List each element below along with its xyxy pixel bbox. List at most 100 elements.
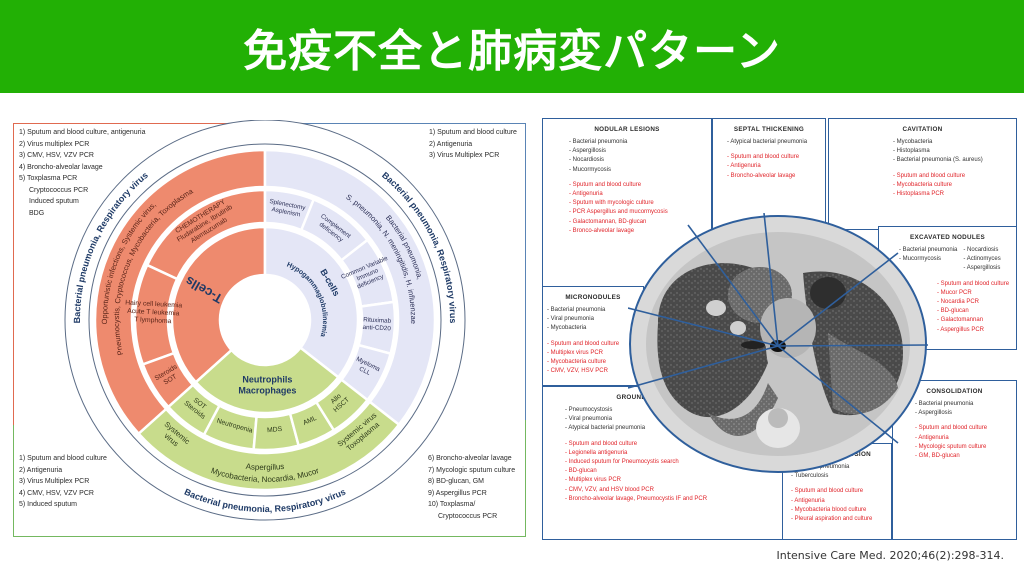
diagnosis-item: - Aspergillosis bbox=[915, 410, 953, 417]
test-list: - Sputum and blood culture- Mucor PCR- N… bbox=[879, 280, 1016, 335]
test-item: 2) Antigenuria bbox=[429, 140, 473, 148]
diagnosis-item: - Histoplasma bbox=[893, 148, 930, 155]
diagnosis-list: - Atypical bacterial pneumonia bbox=[727, 138, 807, 147]
neutrophils-cause-sector bbox=[166, 383, 222, 437]
tests-list-top-right: 1) Sputum and blood culture 2) Antigenuri… bbox=[429, 127, 517, 162]
t-cells-cause-sector bbox=[141, 351, 195, 409]
neutrophils-infections-sector bbox=[136, 400, 401, 492]
panel-title: CONSOLIDATION bbox=[926, 388, 983, 395]
diagnosis-item: - Bacterial pneumonia bbox=[899, 247, 958, 253]
test-item: Cryptococcus PCR bbox=[29, 186, 89, 194]
test-item: - Antigenuria bbox=[915, 434, 949, 441]
diagnosis-list-col2: - Nocardiosis- Actinomyces- Aspergillosi… bbox=[963, 246, 1000, 274]
test-list: - Sputum and blood culture - Antigenuria -… bbox=[893, 424, 1016, 461]
diagnosis-item: - Bacterial pneumonia (S. aureus) bbox=[893, 157, 983, 164]
panel-title: EXCAVATED NODULES bbox=[909, 234, 986, 241]
t-cells-cause-label: Hairy cell leukemiaAcute T leukemiaT lym… bbox=[124, 300, 182, 326]
panel-title: SEPTAL THICKENING bbox=[733, 126, 805, 133]
test-item: - Antigenuria bbox=[791, 497, 825, 504]
test-item: - BD-glucan bbox=[937, 308, 969, 315]
chest-ct-image bbox=[628, 213, 928, 473]
test-item: - PCR Aspergillus and mucormycosis bbox=[569, 209, 668, 216]
test-item: - Sputum and blood culture bbox=[791, 488, 864, 495]
test-list: - Sputum and blood culture- Legionella a… bbox=[543, 440, 783, 504]
test-item: - Nocardia PCR bbox=[937, 299, 980, 306]
test-item: - Sputum and blood culture bbox=[893, 172, 966, 179]
outer-circle-line bbox=[64, 120, 466, 521]
test-list: - Sputum and blood culture - Antigenuria -… bbox=[783, 487, 891, 524]
b-cells-core-sector bbox=[263, 225, 360, 380]
diagnosis-list: - Bacterial pneumonia- Aspergillosis- No… bbox=[569, 138, 627, 175]
test-item: 3) CMV, HSV, VZV PCR bbox=[19, 152, 94, 159]
panel-cavitation: CAVITATION - Mycobacteria- Histoplasma- B… bbox=[828, 118, 1017, 230]
test-item: - Sputum and blood culture bbox=[547, 340, 620, 347]
t-cells-core-sector bbox=[170, 225, 267, 384]
test-item: 5) Toxplasma PCR bbox=[19, 175, 78, 182]
diagnosis-item: - Nocardiosis bbox=[963, 247, 999, 253]
diagnosis-list: - Bacterial pneumonia - Aspergillosis bbox=[915, 400, 973, 418]
title-bar: 免疫不全と肺病変パターン bbox=[0, 0, 1024, 93]
tests-list-top-left: 1) Sputum and blood culture, antigenuria… bbox=[19, 127, 145, 219]
diagnosis-item: - Bacterial pneumonia bbox=[547, 307, 606, 313]
test-item: - Sputum and blood culture bbox=[915, 425, 988, 432]
panel-title: CAVITATION bbox=[902, 126, 943, 133]
test-list: - Sputum and blood culture- Mycobacteria… bbox=[829, 172, 1016, 200]
slide-title: 免疫不全と肺病変パターン bbox=[243, 25, 781, 77]
neutrophils-core-sector bbox=[194, 345, 341, 415]
diagnosis-item: - Tuberculosis bbox=[791, 473, 829, 480]
test-item: - Histoplasma PCR bbox=[893, 191, 945, 198]
test-list: - Sputum and blood culture - Multiplex vi… bbox=[543, 340, 643, 377]
inner-circle-line bbox=[88, 143, 442, 497]
test-item: - Mycobacteria culture bbox=[547, 359, 607, 366]
test-item: - Antigenuria bbox=[727, 163, 761, 170]
diagnosis-item: - Viral pneumonia bbox=[565, 416, 612, 423]
test-item: - Pleural aspiration and culture bbox=[791, 516, 873, 523]
test-item: - GM, BD-glucan bbox=[915, 453, 960, 460]
test-item: 9) Aspergillus PCR bbox=[428, 489, 487, 497]
test-item: 10) Toxplasma/ bbox=[428, 501, 476, 508]
test-item: - CMV, VZV, HSV PCR bbox=[547, 368, 608, 375]
test-item: - Mycologic sputum culture bbox=[915, 443, 987, 450]
test-item: - Sputum and blood culture bbox=[565, 440, 638, 447]
diagnosis-item: - Mucormycosis bbox=[569, 166, 612, 173]
test-item: - Sputum with mycologic culture bbox=[569, 200, 654, 207]
test-item: BDG bbox=[29, 209, 45, 217]
ct-segment-dividers bbox=[628, 213, 928, 444]
diagnosis-item: - Pneumocystosis bbox=[565, 407, 613, 413]
panel-consolidation: CONSOLIDATION - Bacterial pneumonia - Aspe… bbox=[892, 380, 1017, 540]
test-item: - Aspergillus PCR bbox=[937, 326, 985, 333]
neutrophils-cause-sector bbox=[252, 412, 301, 452]
test-item: 5) Induced sputum bbox=[19, 501, 77, 508]
test-item: 3) Virus Multiplex PCR bbox=[429, 152, 500, 159]
b-cells-cause-label: Rituximabanti-CD20 bbox=[362, 316, 392, 332]
test-item: - Sputum and blood culture bbox=[727, 154, 800, 161]
diagnosis-item: - Bacterial pneumonia bbox=[569, 139, 628, 145]
test-item: - Multiplex virus PCR bbox=[547, 349, 604, 356]
diagnosis-list: - Mycobacteria- Histoplasma- Bacterial p… bbox=[893, 138, 983, 166]
diagnosis-item: - Viral pneumonia bbox=[547, 316, 594, 323]
diagnosis-item: - Atypical bacterial pneumonia bbox=[565, 425, 646, 432]
diagnosis-item: - Mycobacteria bbox=[547, 325, 587, 332]
test-item: 8) BD-glucan, GM bbox=[428, 478, 485, 485]
test-item: - Broncho-alveolar lavage bbox=[727, 172, 796, 179]
test-item: 1) Sputum and blood culture bbox=[429, 129, 517, 136]
test-item: 1) Sputum and blood culture, antigenuria bbox=[19, 129, 146, 136]
lung-pattern-figure: NODULAR LESIONS- Bacterial pneumonia- As… bbox=[542, 118, 1017, 540]
diagnosis-list: - Bacterial pneumonia - Viral pneumonia - … bbox=[547, 306, 605, 334]
panel-micronodules: MICRONODULES- Bacterial pneumonia- Viral… bbox=[542, 286, 644, 386]
test-item: - Galactomannan, BD-glucan bbox=[569, 218, 647, 225]
diagnosis-item: - Bacterial pneumonia bbox=[915, 401, 974, 407]
test-list: - Sputum and blood culture - Antigenuria -… bbox=[543, 181, 711, 236]
test-item: 4) Broncho-alveolar lavage bbox=[19, 163, 103, 171]
test-item: - Antigenuria bbox=[569, 191, 603, 198]
diagnosis-item: - Actinomyces bbox=[963, 256, 1001, 263]
test-item: - Multiplex virus PCR bbox=[565, 477, 622, 484]
test-item: 1) Sputum and blood culture bbox=[19, 455, 107, 462]
test-list: - Sputum and blood culture - Antigenuria -… bbox=[713, 153, 825, 181]
diagnosis-list: - Pneumocystosis - Viral pneumonia - Atypi… bbox=[565, 406, 645, 434]
citation: Intensive Care Med. 2020;46(2):298-314. bbox=[776, 549, 1004, 562]
test-item: - Sputum and blood culture bbox=[569, 181, 642, 188]
test-item: 4) CMV, HSV, VZV PCR bbox=[19, 489, 94, 497]
